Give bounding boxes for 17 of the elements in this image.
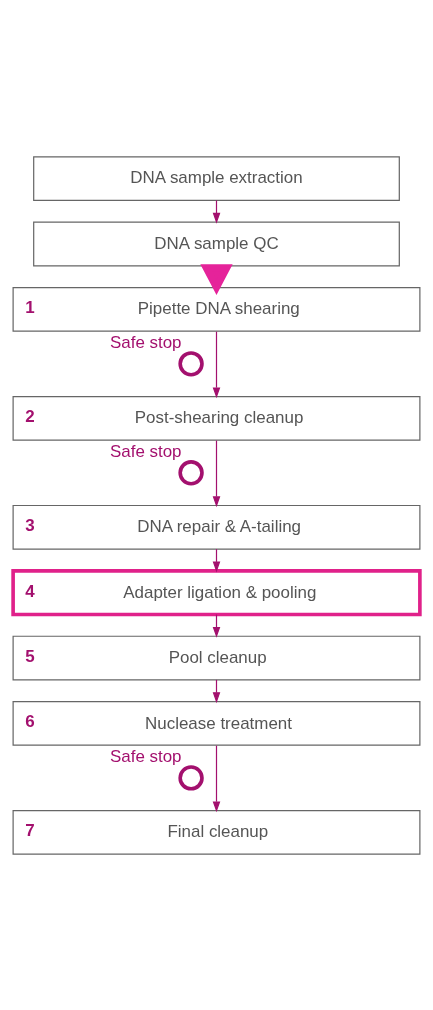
node-label: Safe stop (109, 332, 182, 352)
node-box: 1 Pipette DNA shearing (12, 286, 421, 332)
node-box: DNA sample extraction (33, 155, 400, 201)
node-circle (178, 459, 204, 486)
node-box: 5 Pool cleanup (12, 635, 421, 680)
arrow (212, 330, 221, 398)
node-circle (178, 350, 204, 377)
node-label: Safe stop (109, 441, 182, 461)
node-box: 7 Final cleanup (12, 809, 421, 855)
node-box: 6 Nuclease treatment (12, 700, 421, 746)
arrow (212, 439, 221, 507)
node-box: 3 DNA repair & A-tailing (12, 504, 421, 550)
node-circle (178, 764, 204, 791)
arrow (212, 744, 221, 812)
node-box: 4 Adapter ligation & pooling (11, 568, 422, 616)
node-label: Safe stop (109, 746, 182, 766)
node-box: 2 Post-shearing cleanup (12, 395, 421, 441)
